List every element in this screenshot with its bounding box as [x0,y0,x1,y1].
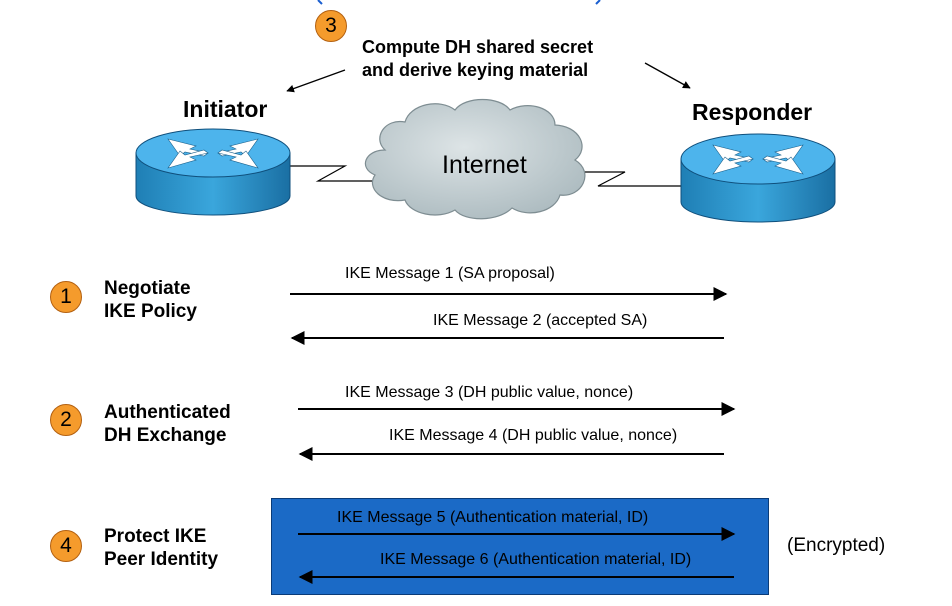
phase-1-line-2: IKE Policy [104,301,197,322]
link-initiator-internet [290,165,382,182]
encrypted-region [271,498,769,595]
message-5-label: IKE Message 5 (Authentication material, … [337,509,649,526]
phase-4-badge: 4 [50,530,82,562]
message-1-label: IKE Message 1 (SA proposal) [345,265,555,282]
step-3-line-2: and derive keying material [362,60,589,80]
initiator-label: Initiator [183,96,268,122]
message-3-label: IKE Message 3 (DH public value, nonce) [345,384,634,401]
phase-2-line-1: Authenticated [104,402,231,423]
step-3-text: Compute DH shared secret and derive keyi… [362,36,593,82]
step-3-line-1: Compute DH shared secret [362,37,594,57]
initiator-router-icon [135,128,291,216]
responder-label: Responder [692,99,813,125]
phase-1-badge: 1 [50,281,82,313]
step-3-badge: 3 [315,10,347,42]
message-4-label: IKE Message 4 (DH public value, nonce) [389,427,678,444]
phase-2-label: Authenticated DH Exchange [104,401,231,447]
message-6-label: IKE Message 6 (Authentication material, … [380,551,692,568]
link-internet-responder [560,171,685,187]
phase-4-line-2: Peer Identity [104,549,219,570]
message-2-label: IKE Message 2 (accepted SA) [433,312,648,329]
phase-2-line-2: DH Exchange [104,425,227,446]
internet-cloud-icon [364,99,586,220]
encrypted-note: (Encrypted) [787,535,886,556]
internet-label: Internet [442,151,527,179]
phase-4-label: Protect IKE Peer Identity [104,525,218,571]
phase-1-line-1: Negotiate [104,278,191,299]
top-accent-left [317,0,323,5]
step3-arrow-left [286,69,346,93]
step3-arrow-right [644,62,691,89]
phase-1-label: Negotiate IKE Policy [104,277,197,323]
phase-4-line-1: Protect IKE [104,526,207,547]
top-accent-right [595,0,601,5]
responder-router-icon [680,133,836,223]
phase-2-badge: 2 [50,404,82,436]
